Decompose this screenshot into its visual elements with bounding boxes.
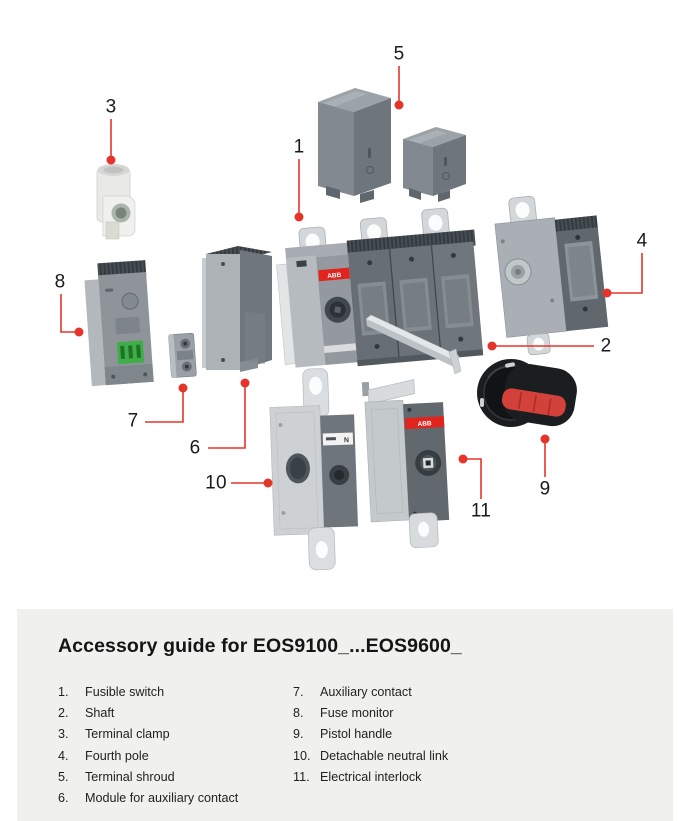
- callout-label-7: 7: [127, 410, 139, 432]
- electrical-interlock-part: ABB: [361, 379, 450, 549]
- neutral-marking-label: N: [344, 437, 349, 444]
- legend-item-electrical-interlock: 11. Electrical interlock: [293, 767, 673, 788]
- pistol-handle-part: [477, 359, 577, 427]
- callout-label-11: 11: [470, 500, 492, 522]
- shaft-part: [365, 314, 462, 375]
- callout-label-3: 3: [105, 96, 117, 118]
- legend-item-number: 5.: [58, 769, 69, 784]
- legend-item-number: 1.: [58, 685, 69, 699]
- fourth-pole-part: [494, 195, 609, 356]
- legend-item-label: Shaft: [85, 706, 115, 721]
- auxiliary-contact-part: [168, 332, 197, 378]
- terminal-clamp-part: [96, 164, 136, 240]
- legend-item-number: 3.: [58, 727, 69, 742]
- fusible-switch-part: ABB: [276, 207, 484, 368]
- callout-label-5: 5: [393, 43, 405, 65]
- legend-item-label: Fuse monitor: [320, 706, 394, 721]
- legend-item-pistol-handle: 9. Pistol handle: [293, 724, 673, 745]
- legend-item-number: 9.: [293, 727, 304, 742]
- legend-item-label: Fourth pole: [85, 748, 149, 763]
- callout-lines: [60, 66, 643, 499]
- legend-item-number: 2.: [58, 706, 69, 721]
- legend-item-label: Module for auxiliary contact: [85, 791, 239, 806]
- legend-item-neutral-link: 10. Detachable neutral link: [293, 746, 673, 767]
- callout-dots: [74, 100, 612, 488]
- legend-item-label: Pistol handle: [320, 727, 393, 742]
- neutral-link-part: N: [269, 368, 358, 571]
- legend-item-label: Terminal shroud: [85, 769, 175, 784]
- legend-item-label: Electrical interlock: [320, 769, 422, 784]
- legend-item-number: 6.: [58, 791, 69, 806]
- panel-title: Accessory guide for EOS9100_...EOS9600_: [58, 635, 462, 657]
- callout-label-9: 9: [539, 478, 551, 500]
- legend-item-label: Detachable neutral link: [320, 748, 449, 763]
- callout-label-6: 6: [189, 437, 201, 459]
- callout-label-8: 8: [54, 271, 66, 293]
- legend-item-fusible-switch: 1. Fusible switch: [58, 682, 293, 703]
- legend-item-number: 11.: [293, 769, 310, 784]
- legend-item-auxiliary-contact: 7. Auxiliary contact: [293, 682, 673, 703]
- legend-item-number: 8.: [293, 706, 304, 721]
- legend-item-label: Fusible switch: [85, 685, 165, 699]
- exploded-view-illustration: ABB: [54, 43, 648, 571]
- terminal-shroud-large-part: [318, 88, 391, 203]
- legend-list: 1. Fusible switch 2. Shaft 3. Terminal c…: [58, 682, 673, 809]
- callout-label-10: 10: [205, 472, 227, 494]
- legend-item-label: Auxiliary contact: [320, 685, 412, 699]
- legend-item-number: 4.: [58, 748, 69, 763]
- legend-item-number: 7.: [293, 685, 304, 699]
- legend-item-fuse-monitor: 8. Fuse monitor: [293, 703, 673, 724]
- fuse-monitor-part: [84, 260, 154, 387]
- legend-column-left: 1. Fusible switch 2. Shaft 3. Terminal c…: [58, 682, 293, 809]
- legend-item-terminal-clamp: 3. Terminal clamp: [58, 724, 293, 745]
- legend-item-aux-module: 6. Module for auxiliary contact: [58, 788, 293, 809]
- callout-label-1: 1: [293, 136, 305, 158]
- aux-contact-module-part: [202, 246, 272, 372]
- abb-logo-switch: ABB: [327, 272, 342, 280]
- callout-label-2: 2: [600, 335, 612, 357]
- callout-label-4: 4: [636, 230, 648, 252]
- legend-item-number: 10.: [293, 748, 311, 763]
- legend-item-fourth-pole: 4. Fourth pole: [58, 746, 293, 767]
- abb-logo-interlock: ABB: [417, 420, 432, 428]
- legend-column-right: 7. Auxiliary contact 8. Fuse monitor 9. …: [293, 682, 673, 809]
- legend-item-shaft: 2. Shaft: [58, 703, 293, 724]
- accessory-guide-panel: Accessory guide for EOS9100_...EOS9600_ …: [17, 609, 673, 821]
- terminal-shroud-small-part: [403, 127, 466, 202]
- legend-item-label: Terminal clamp: [85, 727, 170, 742]
- legend-item-terminal-shroud: 5. Terminal shroud: [58, 767, 293, 788]
